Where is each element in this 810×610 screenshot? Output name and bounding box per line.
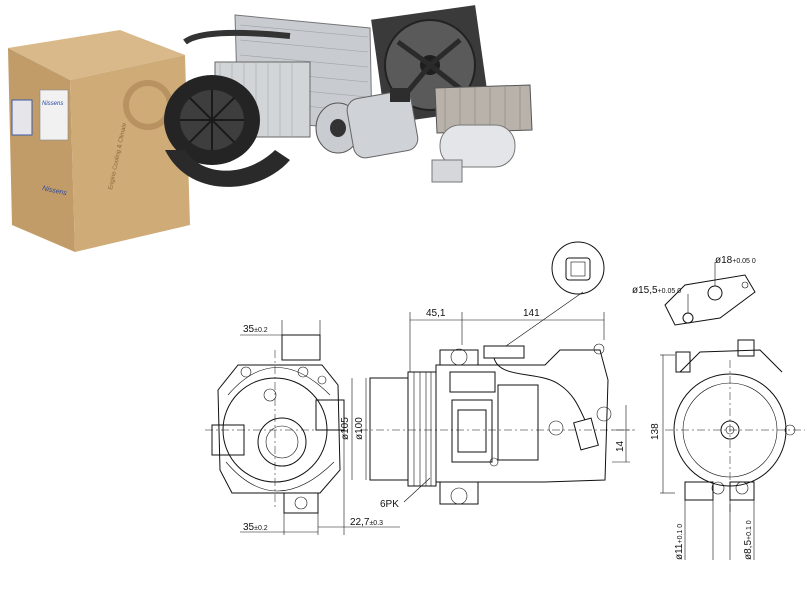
box-logo: Nissens <box>42 101 63 107</box>
compressor-image <box>315 88 419 159</box>
rear-view: 138 ø11+0.1 0 ø8,5+0.1 0 ø18+0.05 0 ø15,… <box>632 255 805 560</box>
dia-inner-label: ø100 <box>354 417 365 440</box>
belt-label: 6PK <box>380 499 399 510</box>
dia-outer-label: ø105 <box>340 417 351 440</box>
bottom-b-label: ø8,5+0.1 0 <box>743 520 754 560</box>
front-bottom-width-label: 35±0.2 <box>243 522 268 533</box>
rear-height-label: 138 <box>650 423 661 440</box>
receiver-drier-image <box>431 124 516 183</box>
blower-motor-image <box>164 75 290 187</box>
port-a-label: ø15,5+0.05 0 <box>632 285 681 296</box>
front-offset-label: 22,7±0.3 <box>350 517 383 528</box>
side-top-left-label: 45,1 <box>426 308 446 319</box>
front-top-width-label: 35±0.2 <box>243 324 268 335</box>
technical-drawing: 35±0.2 35±0.2 22,7±0.3 <box>205 241 805 560</box>
port-b-label: ø18+0.05 0 <box>715 255 756 266</box>
side-view: 45,1 141 ø105 ø100 6PK 14 <box>340 241 635 510</box>
rear-offset-label: 14 <box>615 440 626 452</box>
front-view: 35±0.2 35±0.2 22,7±0.3 <box>205 320 400 535</box>
cardboard-box: Nissens Nissens Engine Cooling & Climate <box>8 30 190 252</box>
side-top-total-label: 141 <box>523 308 540 319</box>
product-photo-collage: Nissens Nissens Engine Cooling & Climate <box>8 5 533 252</box>
heater-core-image <box>434 84 533 134</box>
bottom-a-label: ø11+0.1 0 <box>674 524 685 560</box>
